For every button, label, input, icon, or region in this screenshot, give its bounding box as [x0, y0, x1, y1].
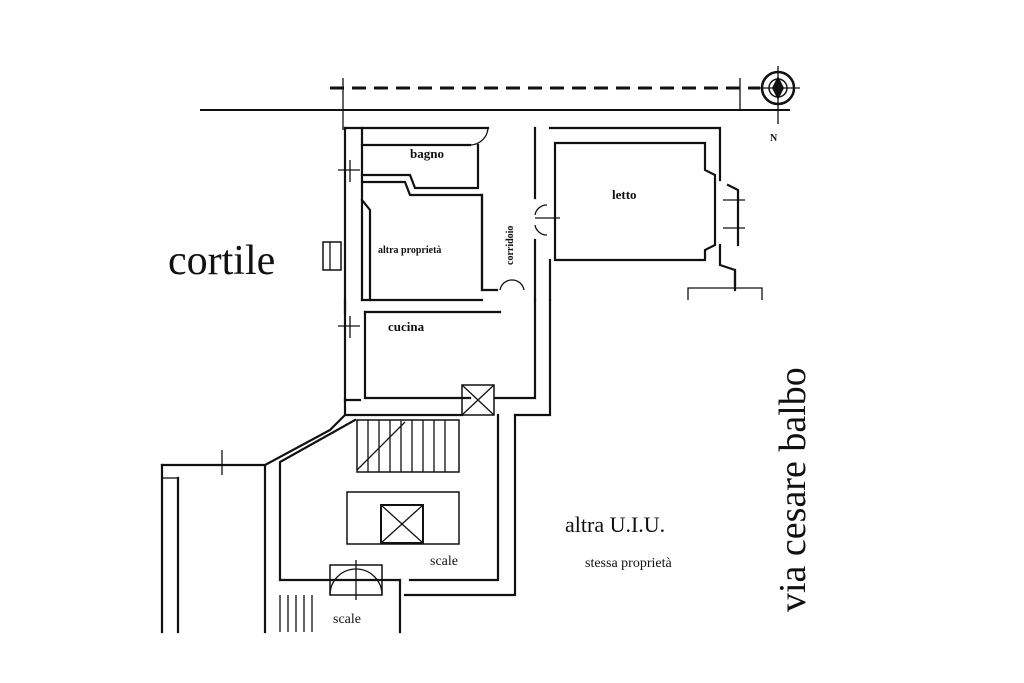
other-unit-label: altra U.I.U.: [565, 512, 665, 537]
other-property-label: altra proprietà: [378, 245, 441, 256]
street-label: via cesare balbo: [772, 367, 814, 612]
apartment-walls: [343, 126, 740, 417]
property-boundary: [200, 78, 790, 130]
courtyard-label: cortile: [168, 238, 275, 284]
stairs-lower-label: scale: [333, 612, 361, 627]
street-edge: [687, 268, 763, 300]
north-label: N: [770, 133, 778, 144]
bedroom-label: letto: [612, 187, 637, 202]
stairs-main-label: scale: [430, 554, 458, 569]
stair-block: [160, 413, 517, 634]
kitchen-label: cucina: [388, 319, 425, 334]
door-arcs: [461, 127, 548, 416]
same-property-label: stessa proprietà: [585, 556, 672, 571]
north-arrow-icon: [756, 66, 800, 124]
window-marks: [322, 160, 745, 338]
bathroom-label: bagno: [410, 146, 444, 161]
corridor-label: corridoio: [505, 226, 516, 265]
